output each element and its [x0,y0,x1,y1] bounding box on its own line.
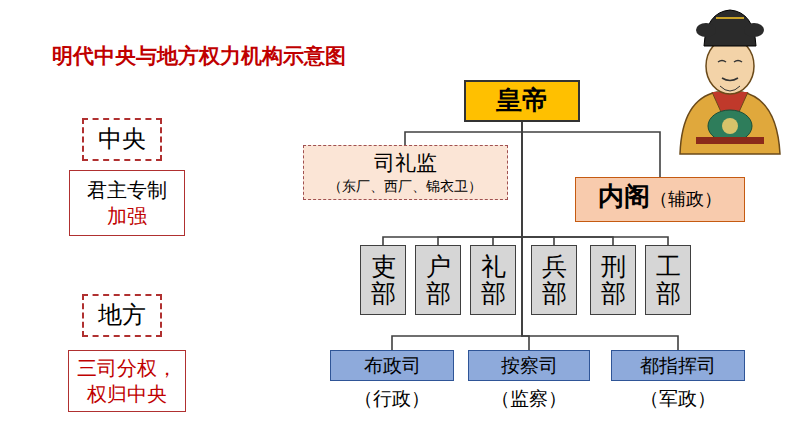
connector-line [522,122,678,350]
section-heading: 地方 [82,294,162,337]
node-text: 吏部 [371,253,396,308]
node-text: （东厂、西厂、锦衣卫） [328,177,482,195]
ministry-box: 礼部 [470,245,516,315]
connector-line [522,122,554,245]
emperor-box: 皇帝 [464,80,580,122]
cabinet-box: 内阁（辅政） [575,177,745,222]
ministry-box: 刑部 [590,245,636,315]
node-text: 地方 [98,300,146,331]
function-label: （行政） [354,386,430,411]
provincial-office-box: 布政司（行政） [330,350,454,381]
node-text: 户部 [426,253,451,308]
connector-line [522,122,529,350]
summary-box: 君主专制加强 [69,170,185,236]
office-box: 司礼监（东厂、西厂、锦衣卫） [303,145,508,200]
provincial-office-box: 都指挥司（军政） [611,350,745,381]
node-text: 君主专制 [87,177,167,203]
node-text: 刑部 [601,253,626,308]
function-label: （军政） [640,386,716,411]
connector-line [522,122,660,177]
node-text: （辅政） [650,187,722,210]
node-text: 内阁 [598,180,650,214]
provincial-office-box: 按察司（监察） [468,350,590,381]
node-text: 都指挥司 [640,353,716,378]
node-text: 工部 [656,253,681,308]
summary-box: 三司分权， 权归中央 [68,350,186,412]
node-text: 三司分权， 权归中央 [77,355,177,407]
node-text: 布政司 [364,353,421,378]
ministry-box: 吏部 [360,245,406,315]
connector-line [405,122,522,145]
diagram-title: 明代中央与地方权力机构示意图 [52,42,346,70]
ministry-box: 工部 [645,245,691,315]
node-text: 兵部 [542,253,567,308]
ministry-box: 兵部 [531,245,577,315]
node-text: 中央 [98,124,146,155]
node-text: 礼部 [481,253,506,308]
node-text: 皇帝 [496,84,548,118]
function-label: （监察） [491,386,567,411]
section-heading: 中央 [82,118,162,161]
node-text: 按察司 [501,353,558,378]
ministry-box: 户部 [415,245,461,315]
node-text: 加强 [107,203,147,229]
node-text: 司礼监 [374,150,437,177]
